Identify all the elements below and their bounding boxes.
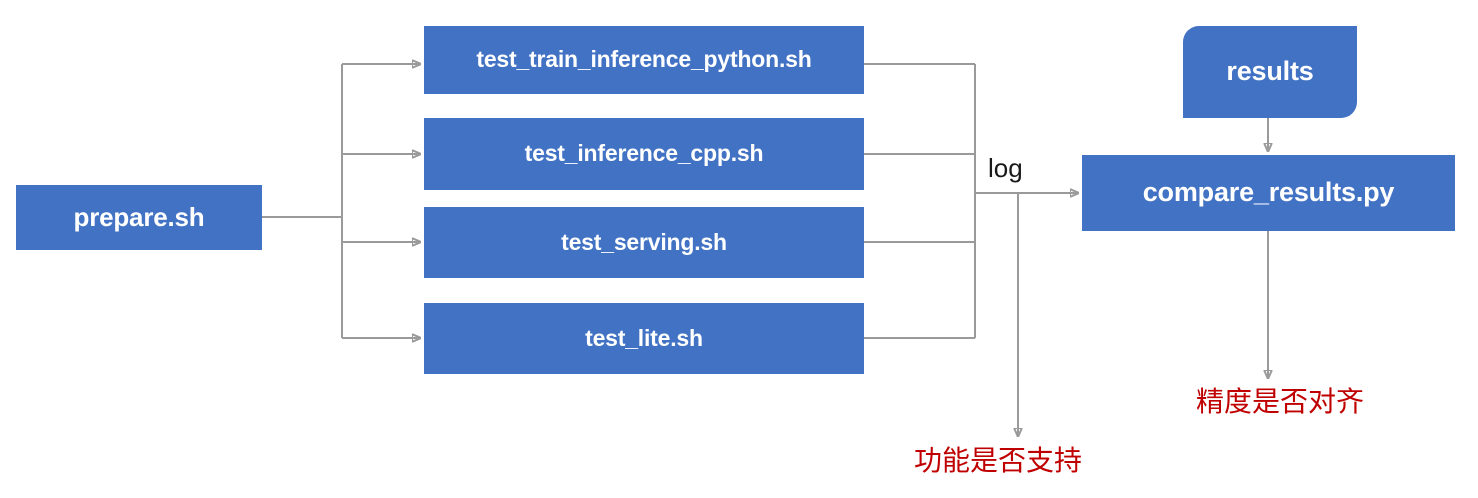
annotation-function-supported: 功能是否支持 <box>914 444 1083 477</box>
annotation-precision-aligned: 精度是否对齐 <box>1196 385 1365 418</box>
edge-label-log: log <box>988 153 1023 183</box>
node-results[interactable]: results <box>1183 26 1357 118</box>
node-test-lite-sh[interactable]: test_lite.sh <box>424 303 864 374</box>
node-test-serving-sh[interactable]: test_serving.sh <box>424 207 864 278</box>
node-test-inference-cpp-sh[interactable]: test_inference_cpp.sh <box>424 118 864 190</box>
node-prepare-sh[interactable]: prepare.sh <box>16 185 262 250</box>
node-test-train-inference-python-sh[interactable]: test_train_inference_python.sh <box>424 26 864 94</box>
node-compare-results-py[interactable]: compare_results.py <box>1082 155 1455 231</box>
